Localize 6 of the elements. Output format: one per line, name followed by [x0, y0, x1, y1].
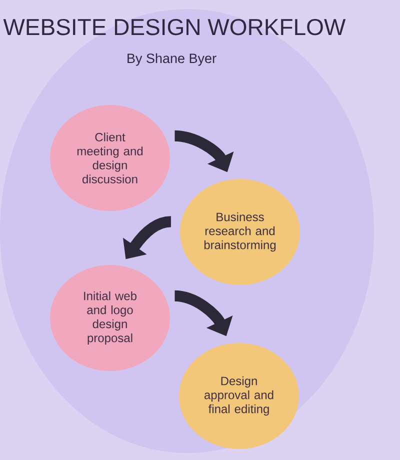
- title: WEBSITE DESIGN WORKFLOW: [3, 18, 346, 36]
- process-oval: Initial web and logo design proposal: [50, 265, 170, 371]
- process-oval: Design approval and final editing: [179, 343, 299, 449]
- subtitle: By Shane Byer: [128, 53, 216, 66]
- process-oval: Client meeting and design discussion: [50, 105, 170, 211]
- process-oval: Business research and brainstorming: [180, 179, 300, 285]
